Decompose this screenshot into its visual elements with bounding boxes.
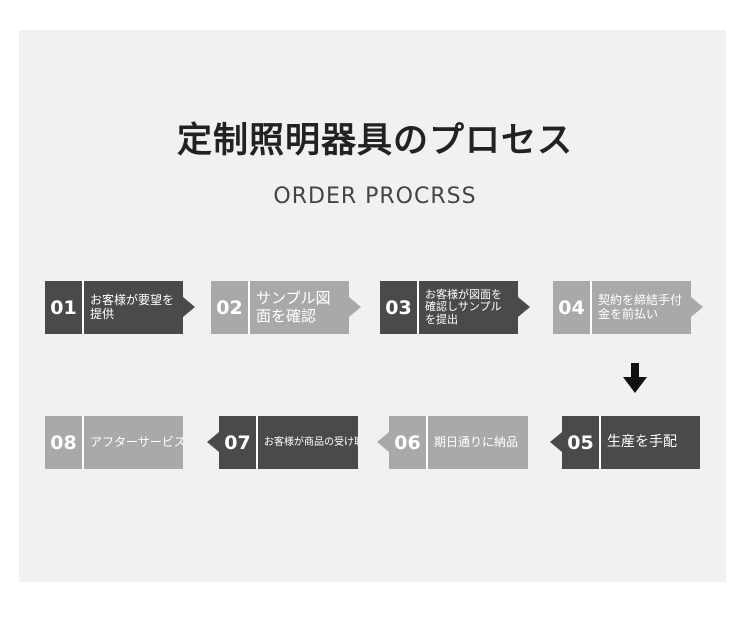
chevron-left-icon xyxy=(550,432,562,452)
page-title: 定制照明器具のプロセス xyxy=(176,121,573,161)
process-step-06: 06 期日通りに納品 xyxy=(377,416,528,469)
process-step-08: 08 アフターサービス xyxy=(45,416,183,469)
divider xyxy=(599,416,601,469)
step-number: 01 xyxy=(45,281,82,334)
step-number: 02 xyxy=(211,281,248,334)
process-step-03: 03 お客様が図面を確認しサンプルを提出 xyxy=(380,281,530,334)
chevron-right-icon xyxy=(183,297,195,317)
process-step-07: 07 お客様が商品の受け取り xyxy=(207,416,358,469)
step-number: 03 xyxy=(380,281,417,334)
divider xyxy=(426,416,428,469)
divider xyxy=(82,281,84,334)
chevron-right-icon xyxy=(518,297,530,317)
chevron-left-icon xyxy=(377,432,389,452)
divider xyxy=(256,416,258,469)
step-label: サンプル図面を確認 xyxy=(250,281,349,334)
chevron-left-icon xyxy=(207,432,219,452)
step-number: 08 xyxy=(45,416,82,469)
divider xyxy=(248,281,250,334)
chevron-right-icon xyxy=(691,297,703,317)
process-step-05: 05 生産を手配 xyxy=(550,416,700,469)
process-step-01: 01 お客様が要望を提供 xyxy=(45,281,195,334)
step-label: 契約を締結手付金を前払い xyxy=(592,281,691,334)
step-label: お客様が要望を提供 xyxy=(84,281,183,334)
process-step-04: 04 契約を締結手付金を前払い xyxy=(553,281,705,334)
divider xyxy=(82,416,84,469)
step-number: 05 xyxy=(562,416,599,469)
step-number: 06 xyxy=(389,416,426,469)
step-label: アフターサービス xyxy=(84,416,183,469)
step-label: 期日通りに納品 xyxy=(428,416,528,469)
process-step-02: 02 サンプル図面を確認 xyxy=(211,281,361,334)
step-number: 07 xyxy=(219,416,256,469)
step-label: 生産を手配 xyxy=(601,416,700,469)
page-subtitle: ORDER PROCRSS xyxy=(273,184,477,209)
divider xyxy=(417,281,419,334)
step-label: お客様が図面を確認しサンプルを提出 xyxy=(419,281,518,334)
chevron-right-icon xyxy=(349,297,361,317)
step-label: お客様が商品の受け取り xyxy=(258,416,358,469)
arrow-down-icon xyxy=(623,363,647,393)
step-number: 04 xyxy=(553,281,590,334)
divider xyxy=(590,281,592,334)
